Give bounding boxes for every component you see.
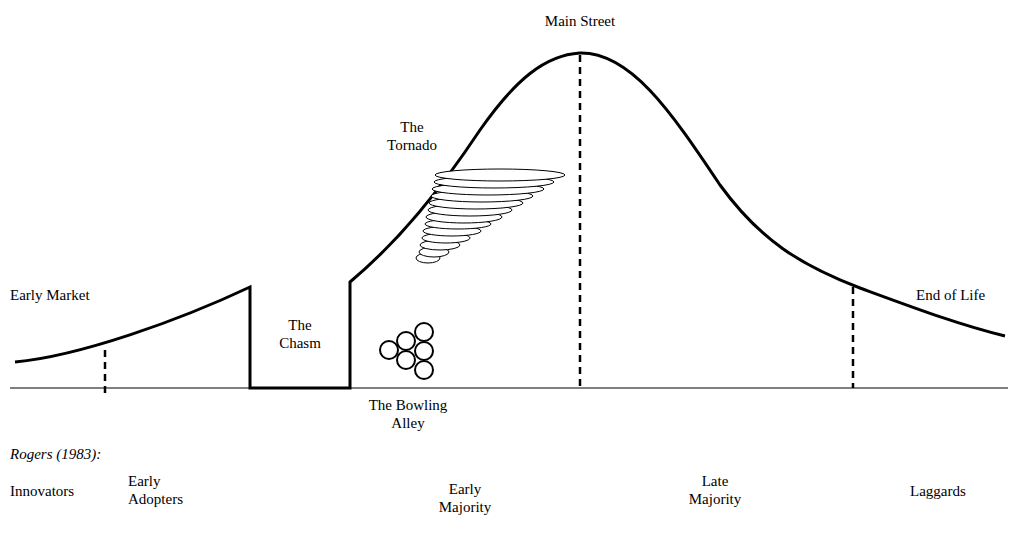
adoption-curve — [15, 53, 1005, 388]
stage-label: End of Life — [916, 286, 985, 304]
stage-label: Early Market — [10, 286, 90, 304]
adopter-group: Laggards — [910, 482, 966, 500]
adopter-group: Early Majority — [429, 480, 501, 516]
stage-label: Main Street — [545, 12, 615, 30]
stage-label: The Chasm — [269, 316, 331, 352]
baseline — [10, 388, 1008, 389]
source-note: Rogers (1983): — [10, 445, 101, 463]
adopter-group: Late Majority — [679, 472, 751, 508]
divider-dashed — [852, 287, 855, 388]
bowling-pins-symbol — [380, 323, 433, 379]
adopter-group: Early Adopters — [128, 472, 200, 508]
divider-dashed — [104, 350, 107, 398]
tornado-symbol — [416, 169, 565, 263]
stage-label: The Bowling Alley — [362, 396, 454, 432]
divider-dashed — [579, 55, 582, 388]
stage-label: The Tornado — [381, 118, 443, 154]
adopter-group: Innovators — [10, 482, 74, 500]
